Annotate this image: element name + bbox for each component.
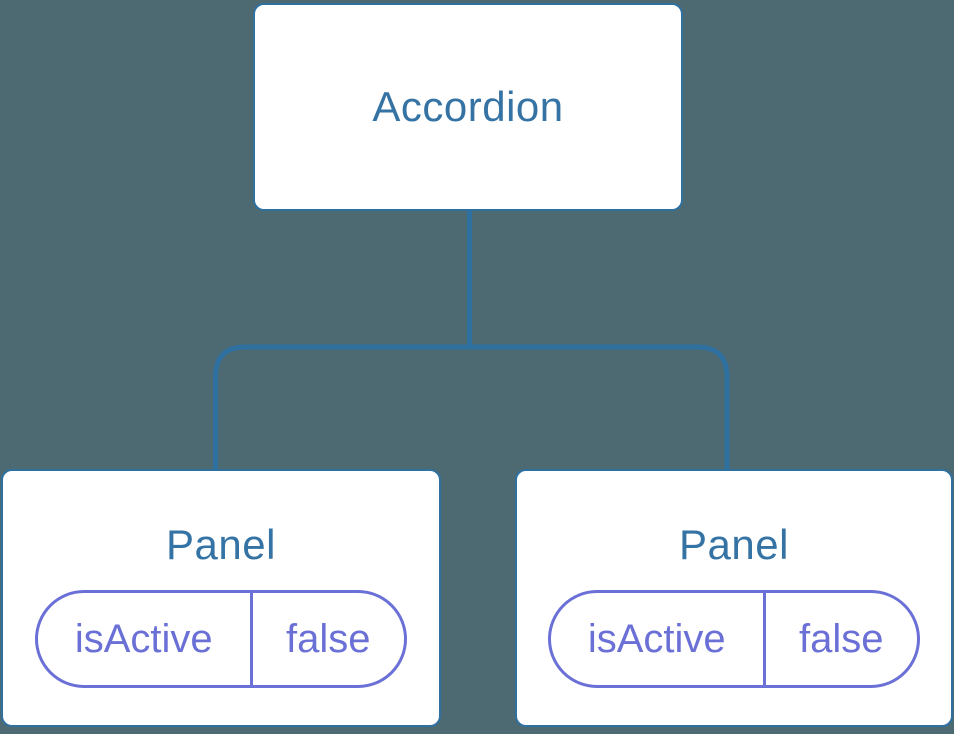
accordion-node: Accordion xyxy=(253,3,683,211)
panel-left-state-pill: isActive false xyxy=(35,590,407,688)
panel-right-state-pill: isActive false xyxy=(548,590,920,688)
branch-bracket-line xyxy=(213,344,730,469)
state-value-label: false xyxy=(249,593,404,685)
panel-node-left: Panel isActive false xyxy=(1,469,441,727)
state-key-label: isActive xyxy=(74,616,213,661)
accordion-node-label: Accordion xyxy=(372,83,564,130)
panel-left-label: Panel xyxy=(166,521,276,568)
panel-right-label: Panel xyxy=(679,521,789,568)
state-key-label: isActive xyxy=(587,616,726,661)
panel-node-right: Panel isActive false xyxy=(515,469,953,727)
state-value-label: false xyxy=(762,593,917,685)
